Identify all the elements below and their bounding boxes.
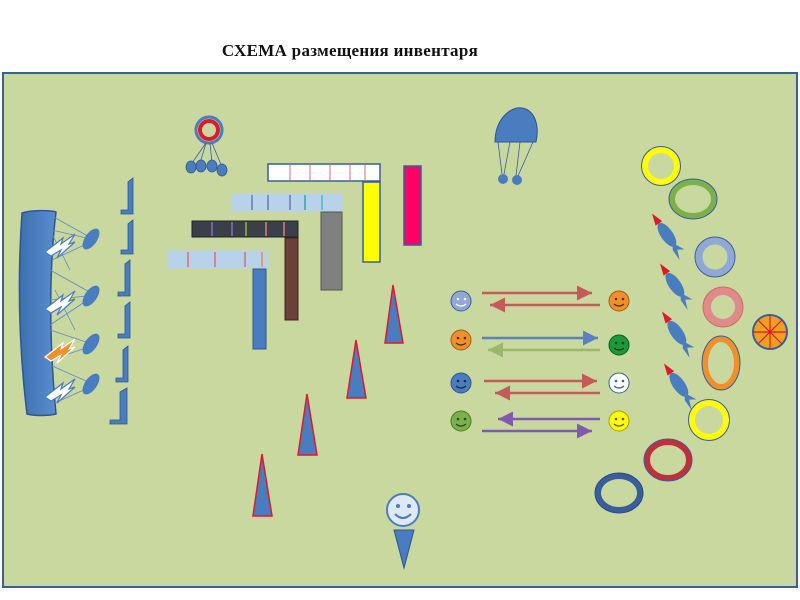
hoop: [703, 287, 743, 327]
lightning-icon: [43, 333, 100, 364]
hoop: [689, 400, 729, 440]
ball-icon: [752, 314, 788, 350]
arrows: [482, 285, 600, 439]
ladder-step: [120, 219, 134, 255]
cone: [384, 284, 404, 344]
bench-group: [167, 163, 381, 350]
bench: [167, 250, 269, 269]
ladder-step: [117, 301, 131, 339]
smiley-icon: [608, 334, 630, 356]
parachute-icon: [494, 107, 538, 185]
rocket-icon: [661, 311, 695, 359]
rockets: [651, 213, 697, 411]
bench-post: [362, 181, 381, 263]
hoop: [595, 473, 643, 513]
smiley-icon: [608, 290, 630, 312]
cone: [252, 453, 273, 517]
smileys-right: [608, 290, 630, 432]
bench-post: [252, 268, 267, 350]
lightning-icon: [43, 228, 100, 259]
ladder-step: [120, 177, 134, 215]
ladder-step: [109, 387, 128, 425]
bench-post: [320, 211, 343, 291]
bench: [267, 163, 381, 182]
smiley-icon: [608, 372, 630, 394]
hoops: [594, 146, 744, 514]
smiley-icon: [450, 290, 472, 312]
smiley-icon: [608, 410, 630, 432]
rocket-icon: [659, 263, 693, 311]
bench: [191, 220, 299, 238]
cone: [297, 393, 318, 456]
hoop: [644, 439, 692, 481]
hoop: [702, 336, 740, 390]
coach-smiley-icon: [386, 493, 420, 570]
hoop: [642, 147, 680, 185]
bench-post: [284, 237, 299, 321]
cone: [346, 339, 367, 399]
rocket-icon: [663, 363, 697, 411]
magenta-mat: [403, 165, 422, 246]
hoop: [695, 237, 735, 277]
rocket-icon: [651, 213, 685, 261]
smileys-left: [450, 290, 472, 432]
smiley-icon: [450, 372, 472, 394]
lightning-icon: [43, 373, 100, 404]
cones: [252, 284, 404, 517]
ladder-step: [115, 345, 129, 383]
ring-with-balls: [185, 115, 228, 177]
diagram-title: СХЕМА размещения инвентаря: [221, 41, 479, 60]
smiley-icon: [450, 410, 472, 432]
bench: [231, 193, 343, 212]
ladder-step: [117, 259, 131, 297]
hoop: [669, 179, 717, 219]
ladder-steps: [109, 177, 134, 425]
smiley-icon: [450, 329, 472, 351]
lightning-icon: [43, 285, 100, 316]
